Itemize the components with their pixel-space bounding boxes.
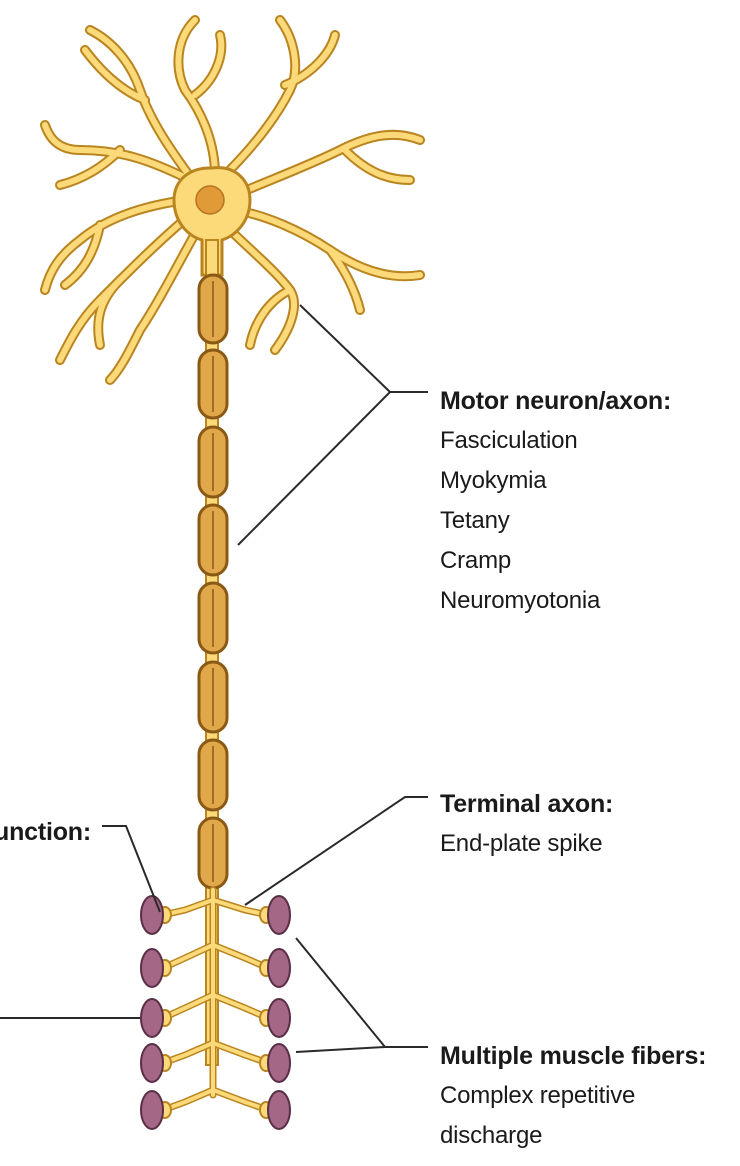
neuromuscular-junction-heading: unction: [0, 812, 91, 852]
motor-neuron-item: Neuromyotonia [440, 581, 671, 621]
nucleus [196, 186, 224, 214]
muscle-fiber [141, 1044, 163, 1082]
muscle-fiber [141, 949, 163, 987]
motor-neuron-item: Fasciculation [440, 421, 671, 461]
muscle-fibers-item: discharge [440, 1116, 706, 1156]
leader-motor-neuron-axon [238, 392, 390, 545]
leader-muscle-fibers-lower [296, 1047, 385, 1052]
muscle-fiber [141, 1091, 163, 1129]
terminal-axon-heading: Terminal axon: [440, 784, 613, 824]
motor-neuron-item: Myokymia [440, 461, 671, 501]
muscle-fiber [141, 896, 163, 934]
muscle-fiber [268, 896, 290, 934]
motor-neuron-label: Motor neuron/axon: Fasciculation Myokymi… [440, 381, 671, 621]
muscle-fiber [268, 1044, 290, 1082]
leader-muscle-fibers [296, 938, 428, 1047]
terminal-axon-label: Terminal axon: End-plate spike [440, 784, 613, 864]
muscle-fiber [268, 949, 290, 987]
leader-motor-neuron [300, 305, 428, 392]
neuromuscular-junction-label: unction: [0, 812, 91, 852]
leader-terminal-axon [245, 797, 428, 905]
muscle-fiber [268, 999, 290, 1037]
muscle-fibers-heading: Multiple muscle fibers: [440, 1036, 706, 1076]
muscle-fiber [268, 1091, 290, 1129]
terminal-branches [159, 890, 272, 1118]
muscle-fibers-label: Multiple muscle fibers: Complex repetiti… [440, 1036, 706, 1156]
terminal-axon-item: End-plate spike [440, 824, 613, 864]
muscle-fiber [141, 999, 163, 1037]
muscle-fibers-item: Complex repetitive [440, 1076, 706, 1116]
motor-neuron-item: Tetany [440, 501, 671, 541]
motor-neuron-heading: Motor neuron/axon: [440, 381, 671, 421]
motor-neuron-item: Cramp [440, 541, 671, 581]
